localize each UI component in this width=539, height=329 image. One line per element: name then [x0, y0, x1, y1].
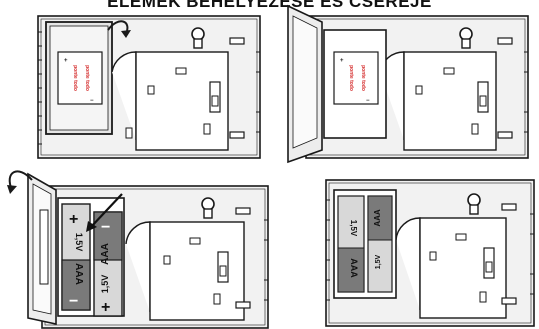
battery-left-voltage: 1,5V [349, 220, 358, 237]
warning-label-plus: + [340, 58, 344, 64]
open-door-flap [288, 6, 322, 162]
warning-label: ponte todo ponte todo + − [58, 52, 102, 104]
step-1-door-closed: ponte todo ponte todo + − [30, 12, 270, 162]
battery-right-type: AAA [100, 243, 111, 265]
warning-label-minus: − [366, 98, 370, 104]
battery-right-voltage: 1,5V [100, 275, 110, 294]
slot-bottom-right [230, 132, 244, 138]
keyhole-hanger [192, 28, 204, 48]
step-4-batteries-installed: 1,5V AAA AAA 1,5V [318, 176, 538, 329]
battery-right-type: AAA [373, 209, 382, 227]
slot-bottom-right [502, 298, 516, 304]
open-door-flap [28, 174, 56, 324]
keyhole-hanger [468, 194, 480, 214]
warning-label-text-left: ponte todo [348, 65, 354, 91]
battery-right-voltage: 1,5V [375, 254, 382, 269]
slot-top-right [498, 38, 512, 44]
warning-label-text-right: ponte todo [84, 65, 90, 91]
slot-top-right [502, 204, 516, 210]
battery-left-type: AAA [73, 263, 84, 285]
slot-top-right [236, 208, 250, 214]
slot-bottom-right [236, 302, 250, 308]
warning-label-plus: + [64, 58, 68, 64]
warning-label-text-left: ponte todo [72, 65, 78, 91]
page-title: ELEMEK BEHELYEZÉSE ÉS CSERÉJE [0, 0, 539, 12]
battery-right-minus: − [101, 219, 110, 236]
step-3-insert-batteries: + 1,5V AAA − − AAA 1,5V + [4, 164, 270, 329]
warning-label: ponte todo ponte todo + − [334, 52, 378, 104]
circuit-board [112, 52, 228, 150]
battery-left-type: AAA [349, 258, 359, 278]
battery-right: AAA 1,5V [368, 196, 392, 292]
keyhole-hanger [202, 198, 214, 218]
battery-left-plus: + [69, 211, 78, 228]
battery-left-voltage: 1,5V [74, 233, 84, 252]
warning-label-minus: − [90, 98, 94, 104]
step-2-door-open: ponte todo ponte todo + − [286, 12, 536, 162]
keyhole-hanger [460, 28, 472, 48]
warning-label-text-right: ponte todo [360, 65, 366, 91]
battery-left: 1,5V AAA [338, 196, 364, 292]
battery-left: + 1,5V AAA − [62, 204, 90, 310]
battery-right-plus: + [101, 299, 110, 316]
slot-bottom-right [498, 132, 512, 138]
slot-top-right [230, 38, 244, 44]
battery-left-minus: − [69, 293, 78, 310]
battery-right: − AAA 1,5V + [94, 212, 122, 316]
